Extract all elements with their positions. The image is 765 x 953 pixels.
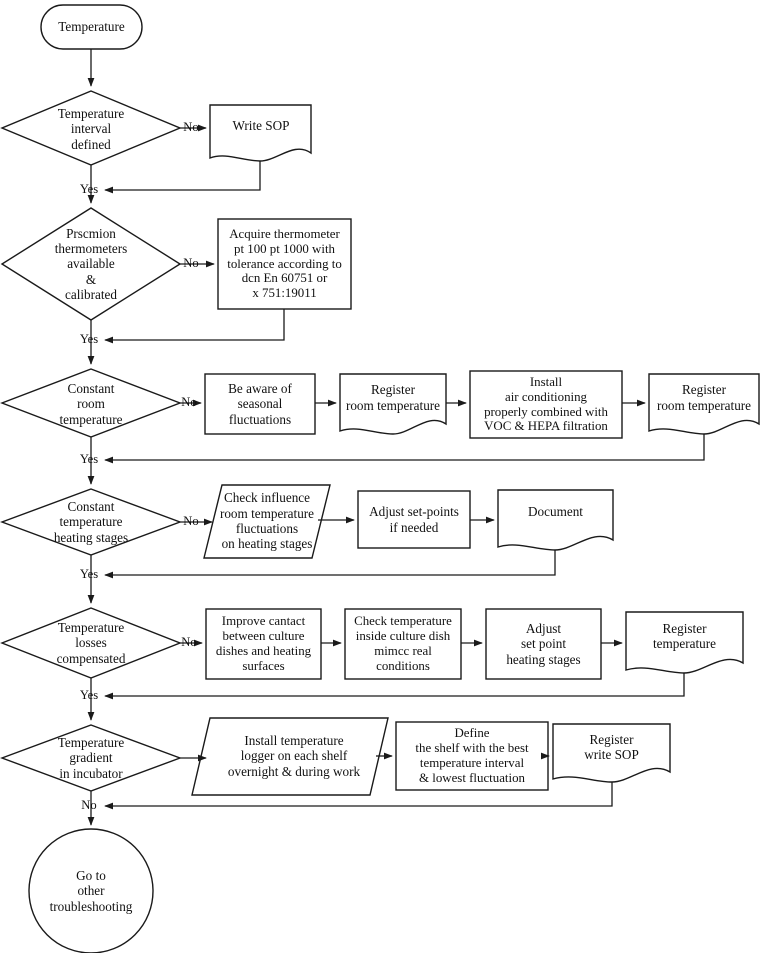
edge-label-no-4: No <box>183 514 199 528</box>
shape-process-improve-contact <box>205 608 322 680</box>
edge-label-no-3: No <box>181 395 197 409</box>
edge-label-no-6: No <box>81 798 97 812</box>
connector-write-sop-return <box>104 161 261 194</box>
shape-parallelogram-check-influence <box>203 484 331 559</box>
edge-label-yes-4: Yes <box>79 567 99 581</box>
shape-decision-heating-stages <box>0 488 183 556</box>
edge-label-yes-3: Yes <box>79 452 99 466</box>
edge-label-yes-1: Yes <box>79 182 99 196</box>
edge-label-no-2: No <box>183 256 199 270</box>
connector-row4-return <box>104 550 556 579</box>
edge-label-no-1: No <box>183 120 199 134</box>
shape-document-document <box>497 489 614 551</box>
shape-process-acquire-thermometer <box>217 218 352 310</box>
shape-document-write-sop <box>209 104 312 162</box>
shape-process-seasonal-fluctuations <box>204 373 316 435</box>
shape-start-terminator <box>40 4 143 50</box>
shape-decision-temperature-gradient <box>0 724 183 792</box>
shape-decision-thermometers <box>0 207 182 321</box>
connector-row6-return <box>104 782 613 810</box>
connector-acquire-return <box>104 309 285 344</box>
shape-process-install-air-conditioning <box>469 370 623 439</box>
shape-process-adjust-set-point <box>485 608 602 680</box>
shape-document-register-room-temperature-2 <box>648 373 760 435</box>
edge-label-no-5: No <box>181 635 197 649</box>
shape-decision-temperature-interval <box>0 90 182 166</box>
shape-document-register-write-sop <box>552 723 671 783</box>
connector-row5-return <box>104 673 685 700</box>
edge-label-yes-2: Yes <box>79 332 99 346</box>
shape-document-register-temperature <box>625 611 744 674</box>
shape-document-register-room-temperature-1 <box>339 373 447 435</box>
connector-row3-return <box>104 434 705 464</box>
shape-process-check-temperature-inside <box>344 608 462 680</box>
shape-process-adjust-set-points <box>357 490 471 549</box>
shape-end-circle <box>28 828 154 953</box>
edge-label-yes-5: Yes <box>79 688 99 702</box>
shape-decision-temperature-losses <box>0 607 182 679</box>
shape-process-define-shelf <box>395 721 549 791</box>
shape-decision-constant-room-temperature <box>0 368 182 438</box>
shape-parallelogram-install-logger <box>191 717 389 796</box>
